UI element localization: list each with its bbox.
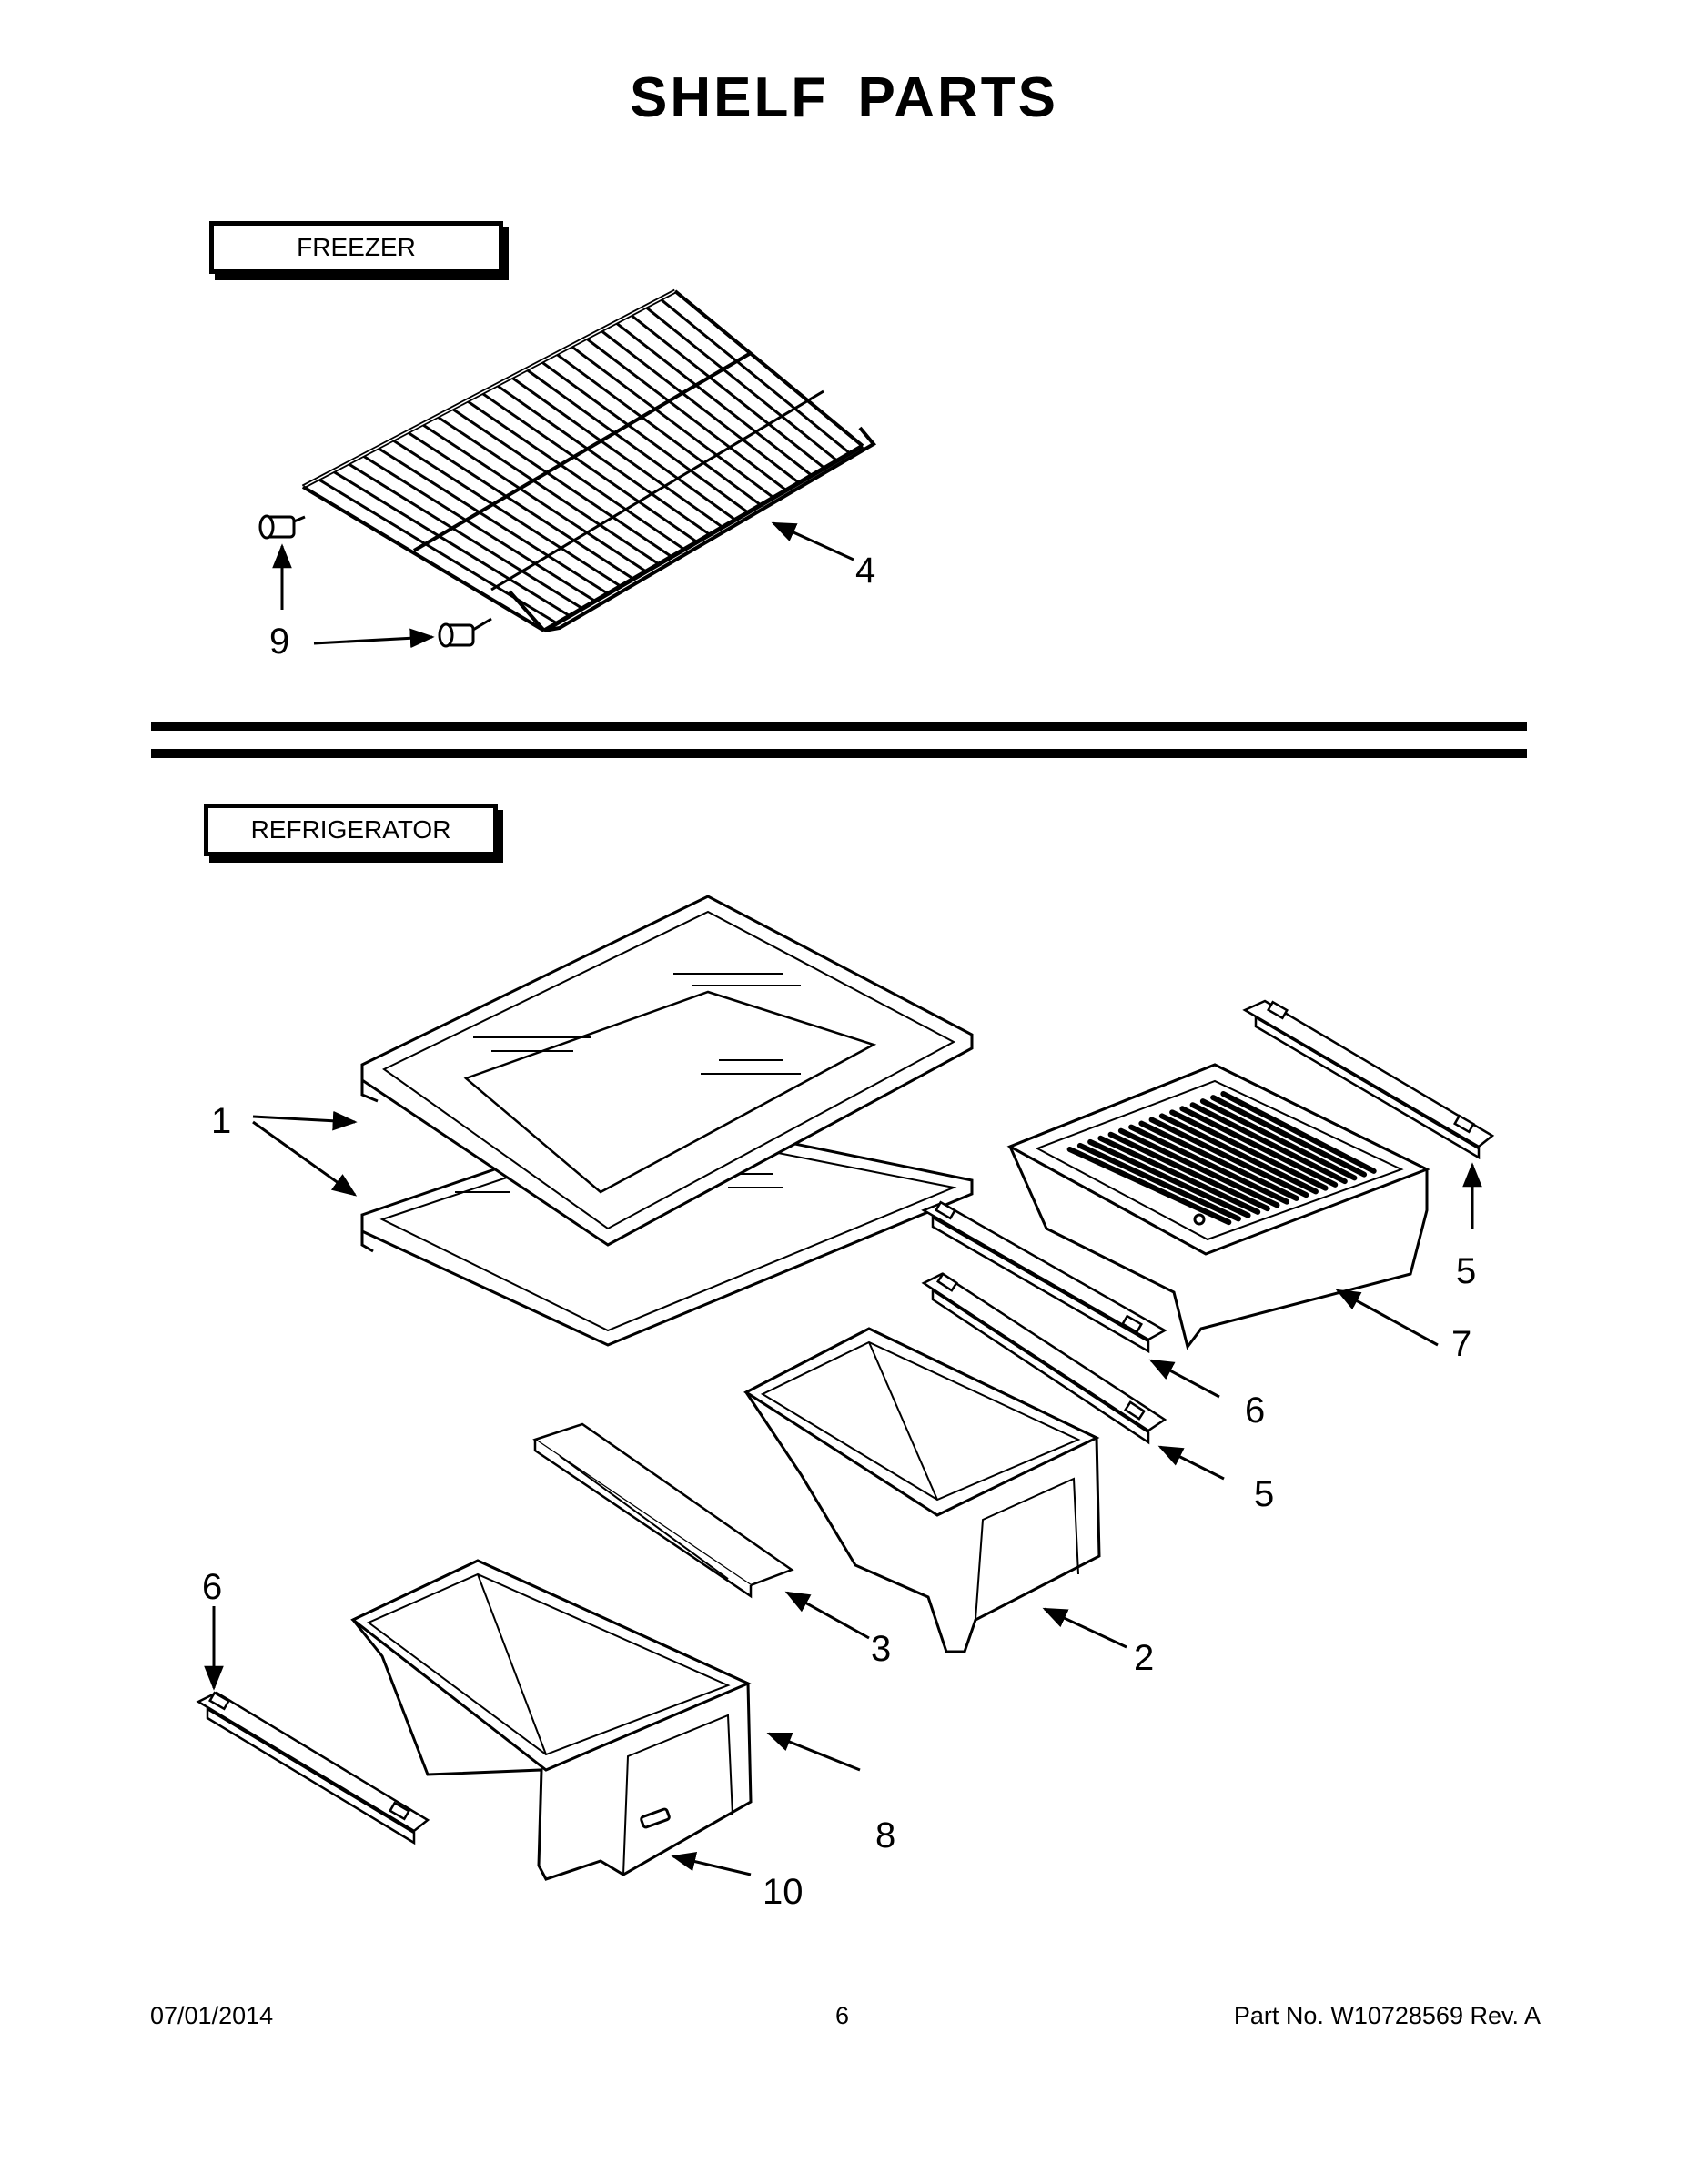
bin-rib: [1158, 1113, 1319, 1195]
shelf-bushing-upper: [258, 514, 306, 540]
middle-slide-rail: [921, 1272, 1167, 1445]
shelf-wire: [659, 298, 851, 455]
footer-page-number: 6: [835, 2002, 850, 2029]
bin-rib: [1128, 1124, 1290, 1205]
shelf-wire: [555, 352, 762, 507]
shelf-wire: [331, 470, 571, 618]
shelf-wire: [317, 478, 558, 625]
bin-rib: [1169, 1109, 1329, 1191]
crisper-drawer-right: [743, 1327, 1101, 1653]
bin-rib: [1117, 1127, 1280, 1208]
shelf-wire: [391, 439, 622, 588]
left-divider-rail: [196, 1691, 430, 1845]
section-divider-bottom: [151, 749, 1527, 758]
shelf-wire: [584, 337, 787, 491]
shelf-wire: [406, 430, 634, 581]
shelf-wire: [376, 446, 609, 595]
shelf-wire: [525, 368, 736, 521]
crisper-drawer-left: [350, 1559, 753, 1881]
callout-10: 10: [763, 1872, 804, 1912]
middle-divider-rail: [921, 1200, 1167, 1354]
shelf-wires: [302, 289, 864, 632]
callout-4: 4: [855, 551, 875, 591]
callout-6-middle: 6: [1245, 1390, 1265, 1431]
shelf-wire: [570, 344, 774, 500]
upper-slide-rail: [1242, 999, 1495, 1160]
bin-rib: [1066, 1146, 1232, 1226]
callout-3: 3: [871, 1629, 891, 1669]
shelf-wire: [510, 376, 723, 529]
crisper-cover: [532, 1422, 794, 1599]
callout-1: 1: [211, 1101, 231, 1141]
shelf-wire: [421, 422, 647, 573]
callout-7: 7: [1451, 1324, 1471, 1364]
freezer-label-text: FREEZER: [297, 233, 416, 261]
shelf-wire: [644, 306, 838, 462]
section-divider-top: [151, 722, 1527, 731]
bin-rib: [1097, 1135, 1261, 1215]
page-title: SHELF PARTS: [630, 66, 1058, 129]
glass-shelf-upper: [360, 895, 974, 1247]
shelf-wire: [466, 399, 685, 551]
bin-rib: [1199, 1098, 1358, 1181]
footer-part-number: Part No. W10728569 Rev. A: [1233, 2002, 1541, 2029]
bin-rib: [1189, 1102, 1348, 1185]
bin-floor-ribs: [1066, 1091, 1377, 1226]
shelf-wire: [450, 407, 672, 559]
shelf-wire: [540, 360, 749, 514]
callout-2: 2: [1134, 1638, 1154, 1678]
callout-8: 8: [875, 1815, 895, 1855]
refrigerator-label-text: REFRIGERATOR: [250, 815, 451, 844]
shelf-wire: [600, 329, 800, 484]
shelf-wire: [347, 461, 583, 610]
bin-rib: [1138, 1120, 1299, 1201]
callout-9: 9: [269, 622, 289, 662]
shelf-wire: [480, 391, 698, 543]
shelf-wire: [436, 415, 660, 566]
bin-rib: [1220, 1091, 1377, 1174]
bin-rib: [1087, 1138, 1251, 1218]
shelf-wire: [361, 454, 596, 602]
callout-5-upper: 5: [1456, 1251, 1476, 1291]
freezer-wire-shelf: [301, 288, 877, 633]
upper-storage-bin: [1006, 1063, 1430, 1350]
shelf-wire: [495, 383, 711, 536]
bin-rib: [1148, 1117, 1309, 1198]
refrigerator-section-label: REFRIGERATOR: [204, 804, 498, 856]
shelf-wire: [614, 321, 813, 477]
callout-5-middle: 5: [1254, 1474, 1274, 1514]
freezer-section-label: FREEZER: [209, 221, 503, 274]
bin-rib: [1076, 1142, 1241, 1222]
shelf-bushing-lower: [438, 617, 492, 648]
bin-rib: [1107, 1131, 1270, 1212]
bin-rib: [1179, 1106, 1339, 1188]
footer-date: 07/01/2014: [150, 2002, 274, 2029]
bin-rib: [1210, 1095, 1368, 1178]
shelf-wire: [629, 313, 825, 470]
callout-6-left: 6: [202, 1567, 222, 1607]
